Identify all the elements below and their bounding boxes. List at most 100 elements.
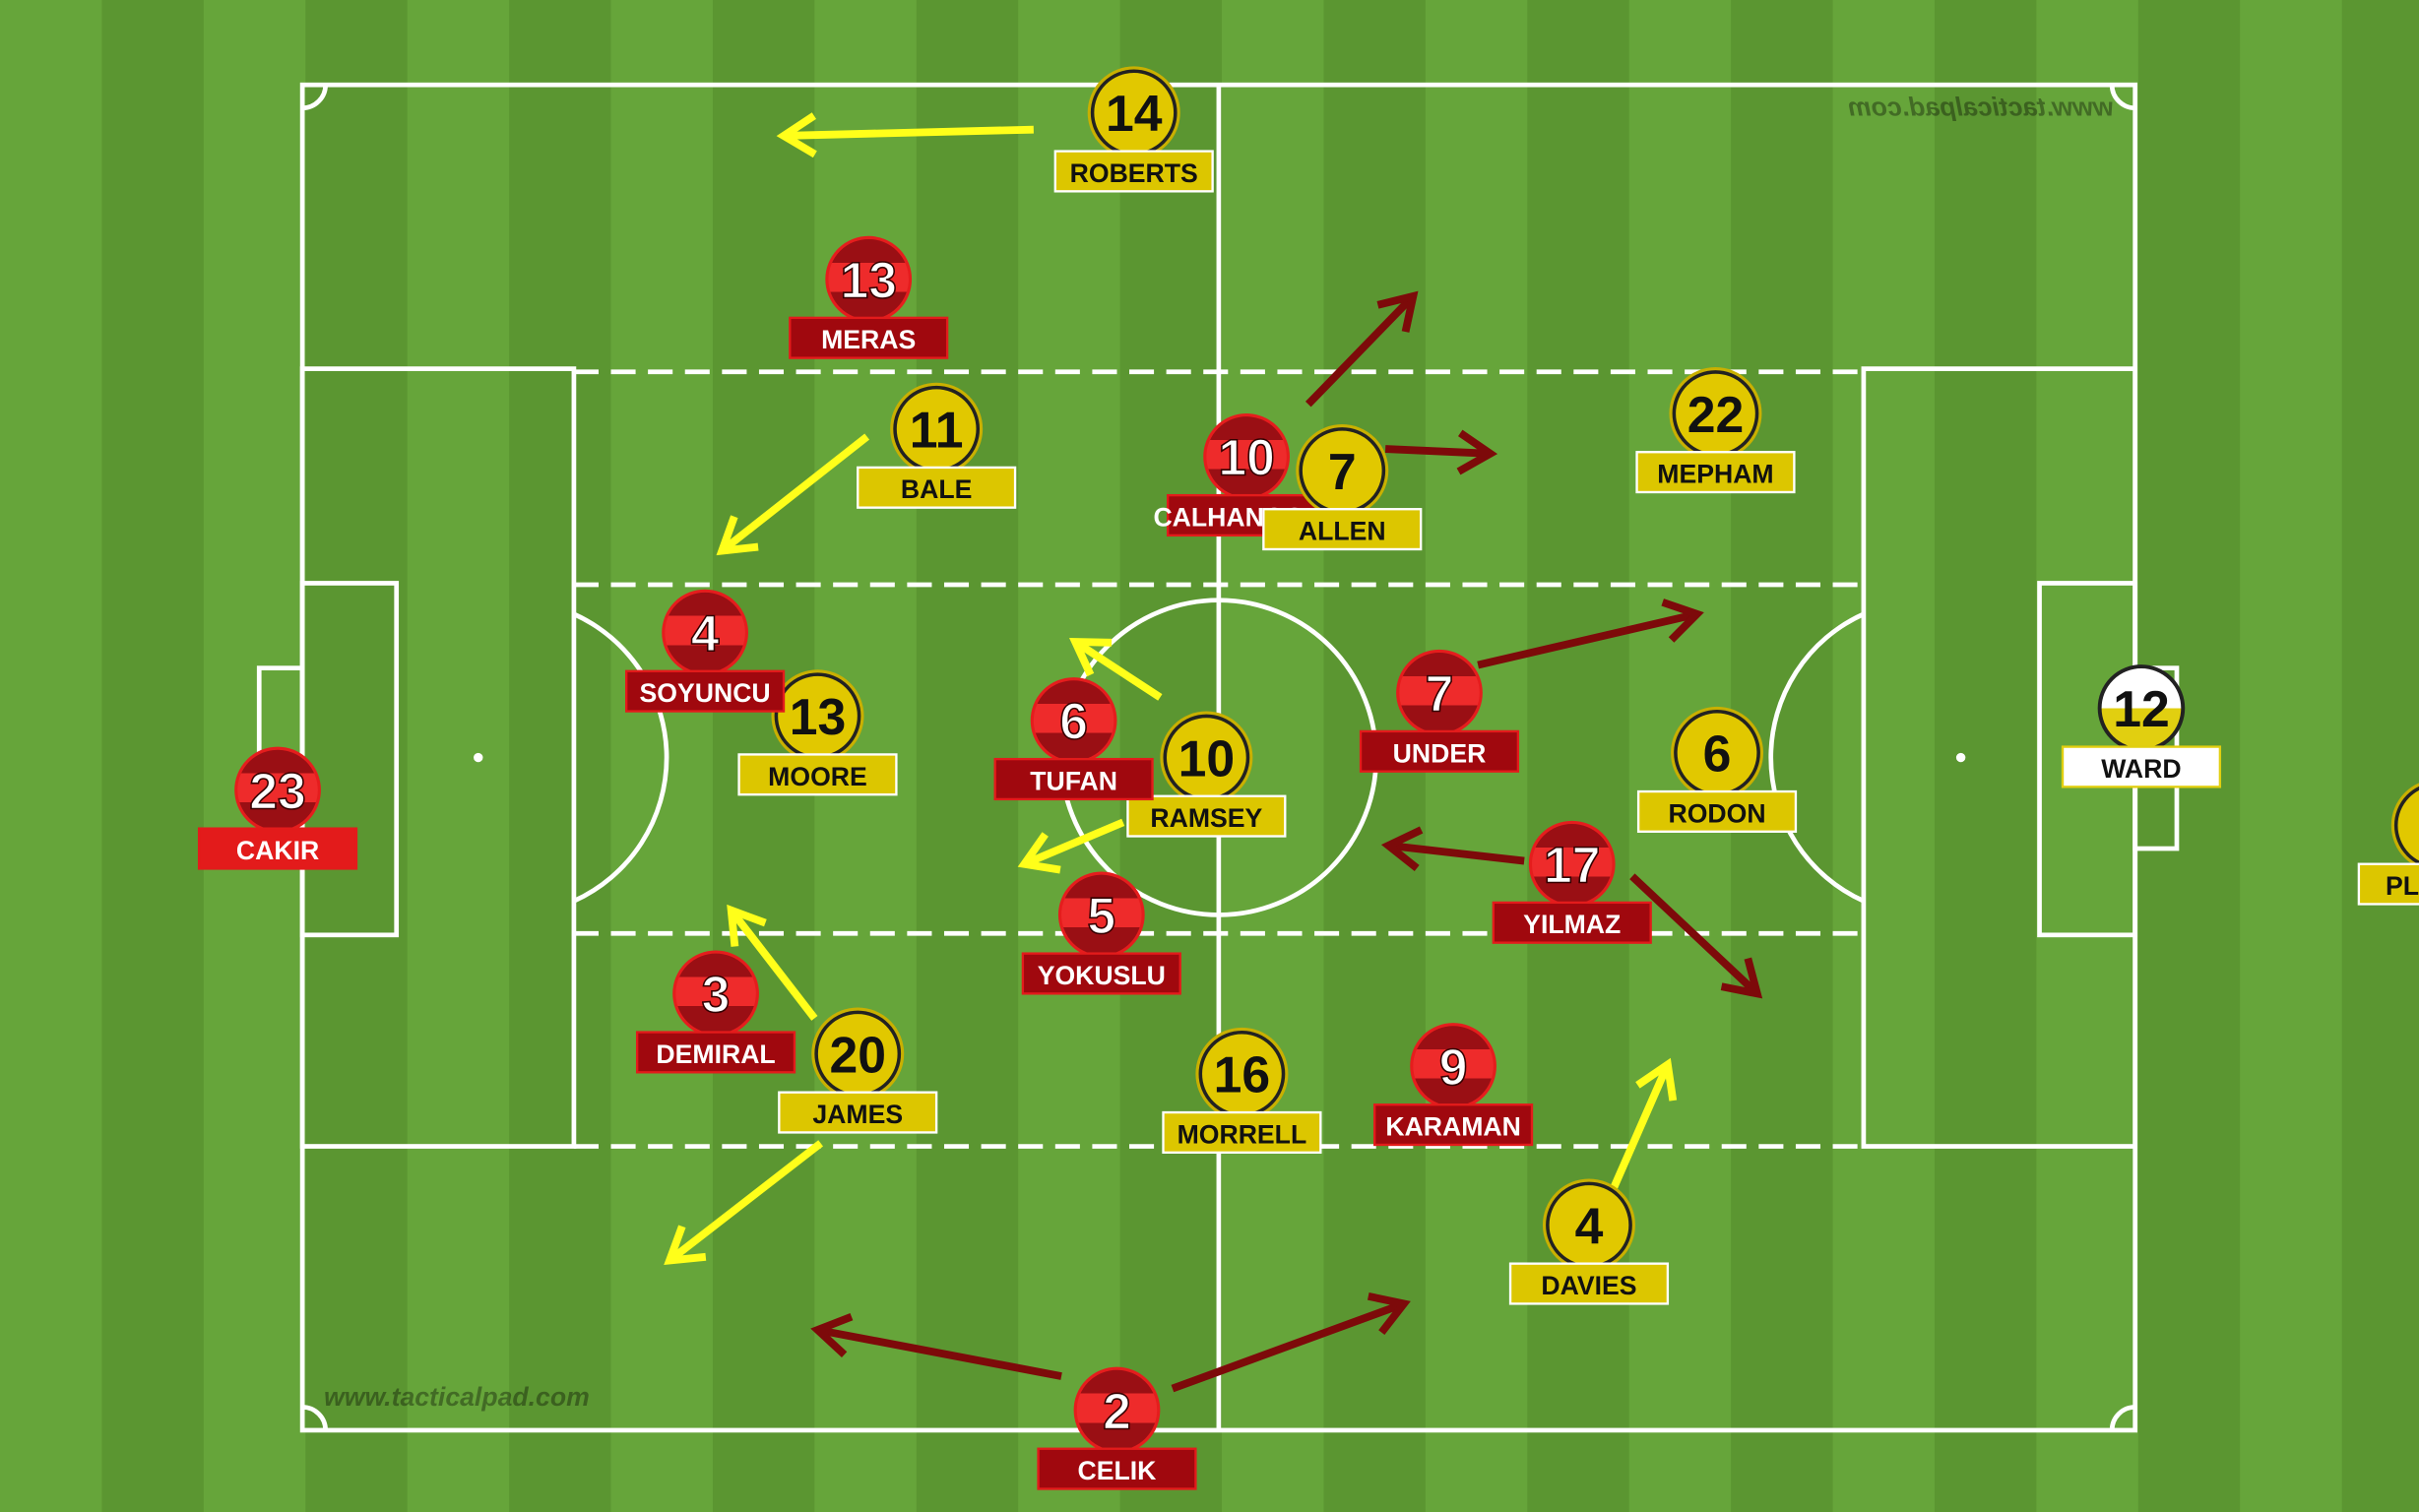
yellow-movement-arrow bbox=[664, 1140, 824, 1266]
yellow-movement-arrow bbox=[727, 904, 818, 1021]
red-movement-arrow bbox=[810, 1313, 1062, 1380]
player-name-plate bbox=[635, 1031, 796, 1074]
player-number: 16 bbox=[1214, 1046, 1271, 1103]
player-name-plate bbox=[1635, 451, 1796, 494]
player-name: DEMIRAL bbox=[656, 1040, 775, 1069]
player-player[interactable]: 1PLAYER bbox=[2357, 781, 2419, 906]
player-number: 9 bbox=[1439, 1039, 1468, 1096]
red-movement-arrow bbox=[1171, 1292, 1411, 1393]
penalty-spot-right bbox=[1955, 752, 1966, 763]
player-number: 13 bbox=[840, 251, 897, 308]
player-name-plate bbox=[1162, 1110, 1322, 1154]
player-number: 10 bbox=[1218, 429, 1275, 486]
player-number: 4 bbox=[691, 604, 720, 662]
red-movement-arrow bbox=[1629, 873, 1763, 999]
player-number: 13 bbox=[790, 688, 847, 745]
player-name: CAKIR bbox=[236, 836, 319, 865]
player-token[interactable] bbox=[2393, 784, 2419, 867]
player-number: 10 bbox=[1178, 729, 1236, 787]
watermark-top-mirrored: www.tacticalpad.com bbox=[1848, 93, 2114, 122]
player-number: 12 bbox=[2113, 680, 2170, 737]
player-name-plate bbox=[1372, 1103, 1534, 1147]
player-name: MOORE bbox=[768, 762, 867, 791]
watermark-bottom: www.tacticalpad.com bbox=[324, 1382, 590, 1412]
player-name: UNDER bbox=[1393, 738, 1487, 768]
player-number: 11 bbox=[910, 402, 964, 459]
player-number: 5 bbox=[1087, 887, 1115, 944]
player-number: 4 bbox=[1575, 1197, 1604, 1254]
player-name: TUFAN bbox=[1030, 766, 1117, 795]
player-name: BALE bbox=[901, 474, 972, 504]
player-name: YILMAZ bbox=[1523, 910, 1621, 939]
yellow-movement-arrow bbox=[1610, 1057, 1678, 1190]
player-name: RAMSEY bbox=[1150, 803, 1262, 833]
player-number: 6 bbox=[1059, 693, 1088, 750]
player-number: 7 bbox=[1426, 665, 1454, 723]
player-name: DAVIES bbox=[1541, 1271, 1636, 1300]
player-number: 2 bbox=[1103, 1382, 1131, 1439]
player-name-plate bbox=[778, 1091, 938, 1134]
player-name: ALLEN bbox=[1299, 517, 1386, 546]
player-number: 20 bbox=[829, 1026, 886, 1083]
player-number: 23 bbox=[249, 762, 306, 819]
player-name-plate bbox=[1021, 952, 1181, 995]
player-name: MERAS bbox=[821, 325, 916, 354]
player-name-plate bbox=[1053, 150, 1214, 193]
red-movement-arrow bbox=[1305, 290, 1419, 408]
red-movement-arrow bbox=[1477, 598, 1704, 669]
player-name: YOKUSLU bbox=[1038, 961, 1166, 990]
player-name-plate bbox=[789, 316, 949, 359]
player-number: 22 bbox=[1687, 386, 1745, 443]
red-movement-arrow bbox=[1384, 429, 1498, 475]
player-name-plate bbox=[1126, 794, 1287, 838]
player-name-plate bbox=[197, 827, 358, 870]
player-name: MEPHAM bbox=[1657, 460, 1773, 489]
player-name: CELIK bbox=[1078, 1456, 1157, 1485]
player-name-plate bbox=[1508, 1262, 1670, 1305]
player-name-plate bbox=[993, 757, 1154, 801]
movement-arrows bbox=[664, 112, 1763, 1393]
player-name-plate bbox=[1492, 901, 1652, 944]
player-name: MORRELL bbox=[1178, 1119, 1307, 1149]
player-name-plate bbox=[2357, 862, 2419, 906]
player-name-plate bbox=[1636, 789, 1798, 833]
player-name: JAMES bbox=[812, 1100, 903, 1129]
player-name: PLAYER bbox=[2386, 871, 2419, 901]
player-name: ROBERTS bbox=[1070, 158, 1198, 188]
player-name-plate bbox=[737, 753, 898, 796]
yellow-movement-arrow bbox=[776, 112, 1034, 158]
player-name: WARD bbox=[2101, 754, 2181, 784]
player-name: KARAMAN bbox=[1385, 1112, 1521, 1142]
yellow-movement-arrow bbox=[1017, 818, 1125, 874]
player-name-plate bbox=[625, 669, 786, 713]
player-name-plate bbox=[2061, 745, 2222, 788]
player-name-plate bbox=[1359, 729, 1520, 773]
player-number: 17 bbox=[1544, 837, 1601, 894]
player-name: SOYUNCU bbox=[640, 678, 771, 708]
player-number: 14 bbox=[1106, 85, 1163, 142]
